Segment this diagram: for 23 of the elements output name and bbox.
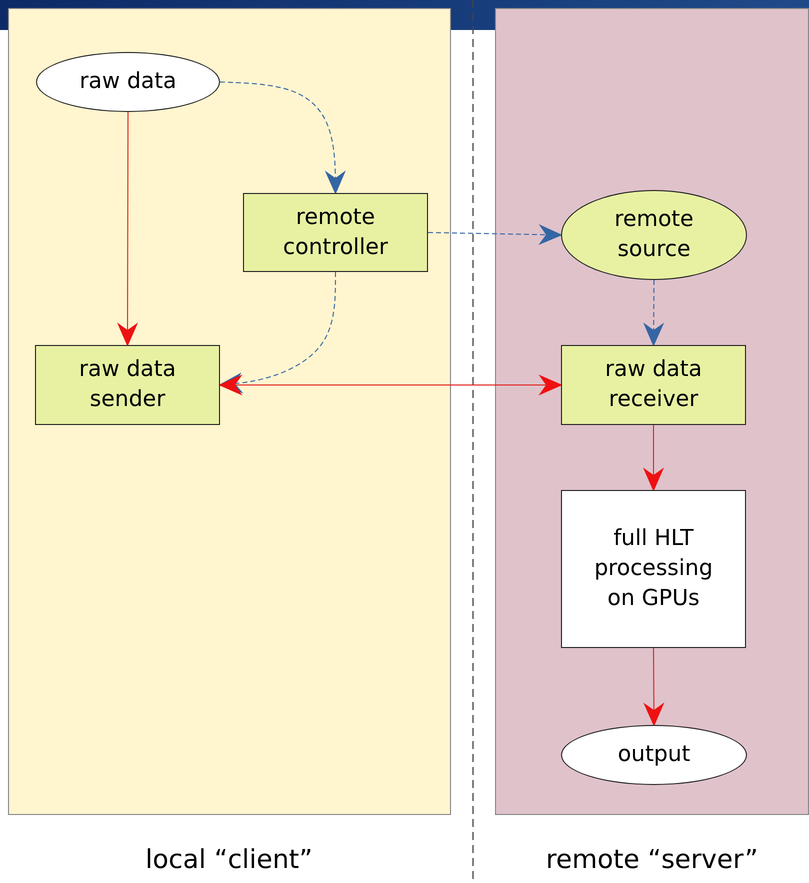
node-label: full HLT processing on GPUs — [593, 525, 714, 613]
process-box — [561, 345, 746, 425]
panel-heading: local “client” — [145, 845, 313, 875]
arrow — [218, 272, 336, 394]
arrow — [428, 224, 562, 246]
node-label: raw data receiver — [604, 356, 704, 414]
panel-heading: remote “server” — [546, 845, 758, 875]
process-box — [243, 193, 428, 272]
arrow — [117, 112, 138, 346]
arrow — [643, 280, 664, 346]
node-label: remote controller — [282, 204, 389, 262]
arrow — [643, 424, 664, 492]
node-label: output — [618, 741, 690, 769]
process-box — [561, 490, 746, 648]
process-box — [35, 345, 220, 425]
node-label: remote source — [613, 206, 695, 264]
panel — [8, 8, 451, 815]
panel — [495, 8, 809, 815]
arrow — [643, 648, 664, 726]
node-label: raw data — [79, 68, 177, 96]
arrow — [220, 82, 346, 194]
arrow — [218, 374, 562, 396]
node-label: raw data sender — [78, 356, 178, 414]
